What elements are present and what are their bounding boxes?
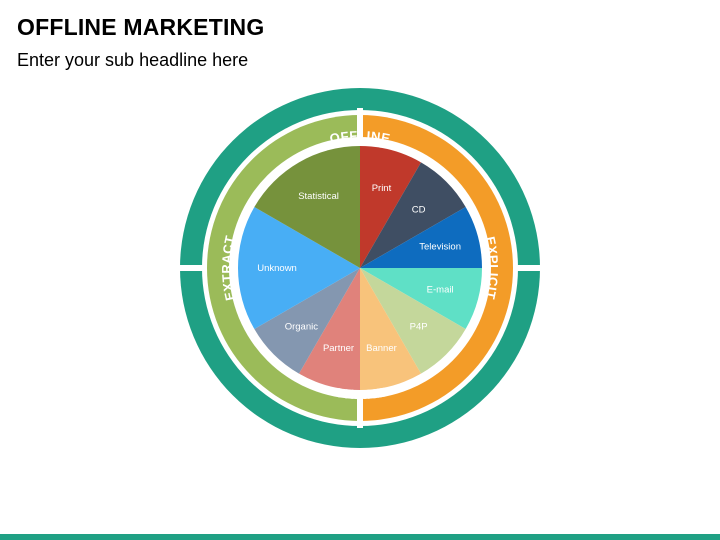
- pie-label-banner: Banner: [366, 343, 397, 354]
- pie-slice-p4p: [360, 268, 466, 374]
- page-subtitle: Enter your sub headline here: [17, 50, 249, 70]
- pie-label-cd: CD: [412, 204, 426, 215]
- pie-slice-organic: [254, 268, 360, 374]
- footer-bar: [0, 534, 720, 540]
- pie-slice-e-mail: [360, 268, 482, 329]
- pie-slice-partner: [299, 268, 360, 390]
- pie-slice-print: [360, 146, 421, 268]
- ring-labels: OFFLINE ONLINE EXTRACT EXPLICIT: [219, 128, 500, 403]
- pie-slice-statistical: [254, 146, 360, 268]
- pie-slice-television: [360, 207, 482, 268]
- offline-label: OFFLINE: [328, 128, 391, 146]
- pie-chart: [237, 146, 482, 390]
- online-label: ONLINE: [333, 385, 387, 402]
- pie-label-unknown: Unknown: [257, 263, 297, 274]
- pie-label-e-mail: E-mail: [427, 284, 454, 295]
- pie-slice-unknown: [237, 207, 360, 329]
- pie-label-organic: Organic: [285, 322, 319, 333]
- pie-label-partner: Partner: [323, 343, 354, 354]
- explicit-label: EXPLICIT: [482, 235, 500, 300]
- pie-label-print: Print: [372, 183, 392, 194]
- extract-label: EXTRACT: [219, 234, 238, 302]
- pie-slice-cd: [360, 162, 466, 268]
- pie-label-television: Television: [419, 242, 461, 253]
- pie-label-p4p: P4P: [410, 322, 428, 333]
- pie-label-statistical: Statistical: [298, 191, 339, 202]
- pie-slice-banner: [360, 268, 421, 390]
- page-title: OFFLINE MARKETING: [17, 14, 265, 40]
